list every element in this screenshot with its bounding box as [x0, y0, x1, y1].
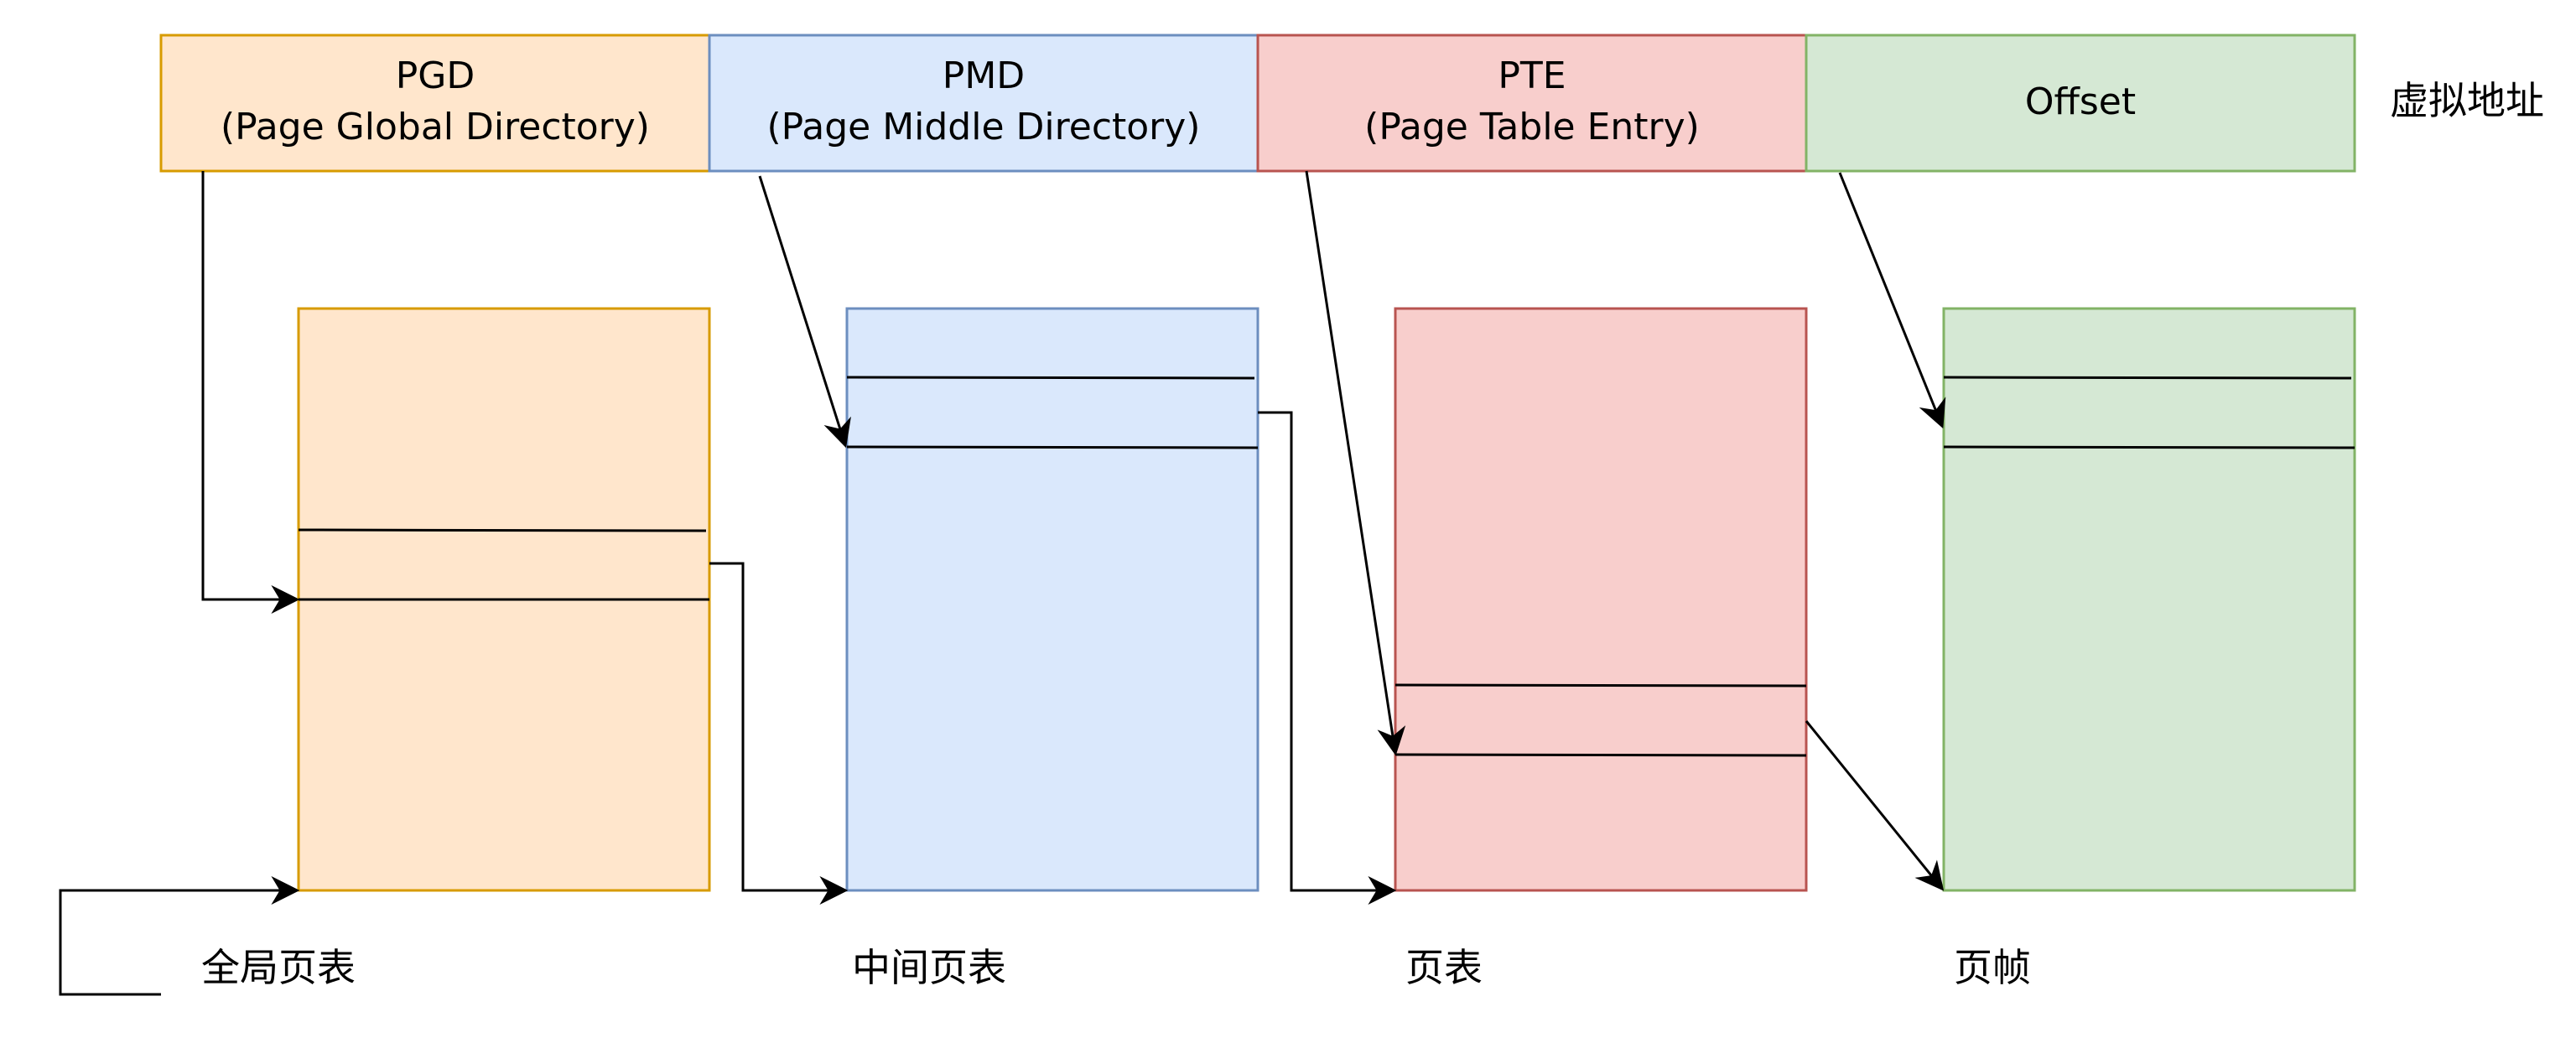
base-pointer-arrow: [59, 876, 300, 996]
pmd-entry-top: [846, 376, 1255, 380]
pgd-field: [159, 34, 711, 173]
pte-field-subtitle: (Page Table Entry): [1364, 106, 1700, 148]
pmd-entry-bottom: [846, 445, 1259, 449]
pmd-field-subtitle: (Page Middle Directory): [767, 106, 1201, 148]
offset-field: [1805, 34, 2356, 173]
frame-label: 页帧: [1954, 945, 2031, 990]
pmd-index-arrow: [758, 175, 851, 449]
pte-entry-top: [1394, 683, 1807, 688]
pte-index-arrow: [1305, 170, 1406, 756]
pmd-field-title: PMD: [943, 54, 1025, 97]
pgd-to-pmd-arrow: [709, 562, 849, 905]
pte-table-label: 页表: [1405, 945, 1483, 990]
page-frame: [1942, 307, 2356, 892]
page-table: [1394, 307, 1808, 892]
frame-entry-bottom: [1943, 445, 2355, 449]
pgd-entry-top: [298, 528, 707, 532]
virtual-address-label: 虚拟地址: [2390, 78, 2544, 123]
pte-field-title: PTE: [1498, 54, 1566, 97]
pgd-table-label: 全局页表: [201, 945, 356, 990]
pgd-index-arrow: [201, 171, 300, 614]
pgd-field-title: PGD: [396, 54, 475, 97]
offset-field-title: Offset: [2025, 80, 2136, 123]
pgd-field-subtitle: (Page Global Directory): [221, 106, 650, 148]
frame-entry-top: [1943, 376, 2352, 380]
pmd-to-pte-arrow: [1258, 411, 1397, 905]
connectors: [59, 170, 1946, 996]
page-global-directory-table: [297, 307, 711, 892]
offset-index-arrow: [1838, 172, 1946, 429]
pmd-table-label: 中间页表: [852, 945, 1006, 990]
pmd-field: [708, 34, 1259, 173]
pte-field: [1256, 34, 1808, 173]
pte-to-frame-arrow: [1805, 720, 1945, 891]
page-middle-directory-table: [845, 307, 1259, 892]
virtual-address-bar: PGD (Page Global Directory) PMD (Page Mi…: [159, 34, 2544, 173]
